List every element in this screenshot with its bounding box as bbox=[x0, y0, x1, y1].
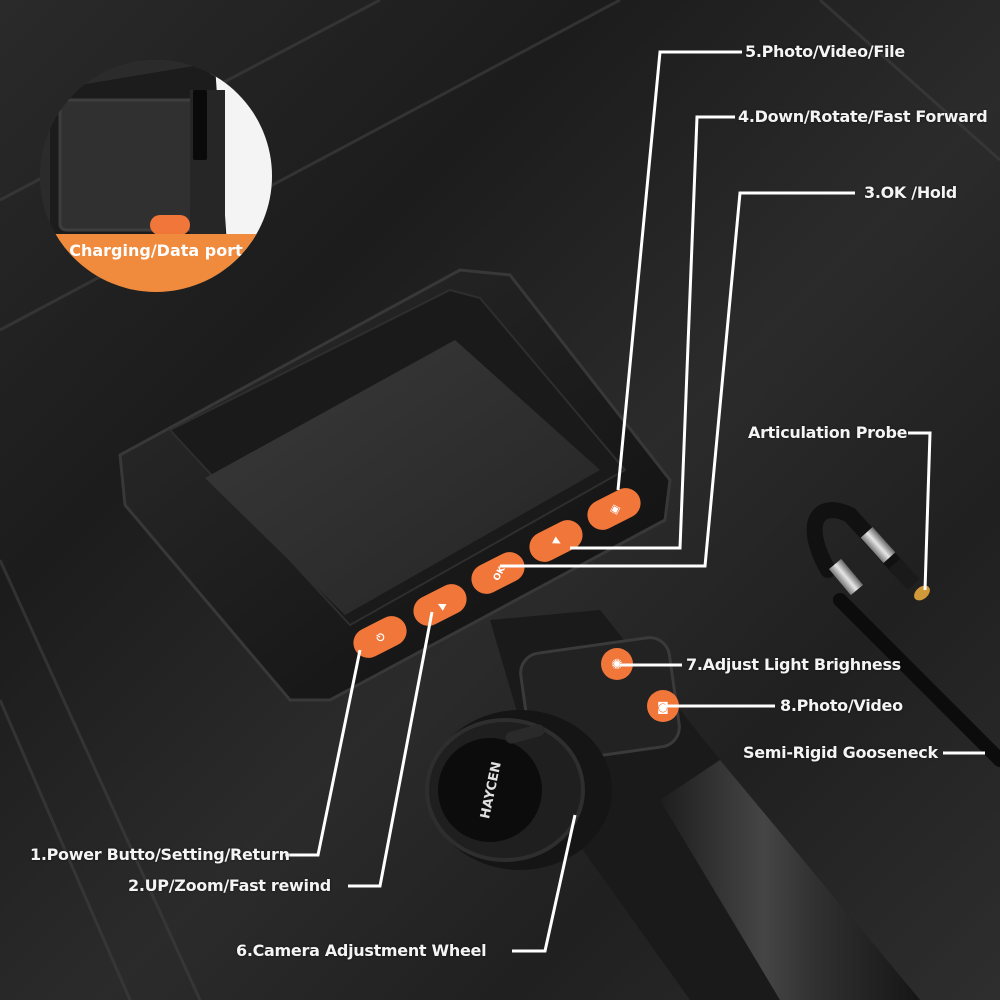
inset-label-band bbox=[40, 234, 272, 292]
label-ok-hold: 3.OK /Hold bbox=[864, 183, 957, 202]
down-rotate-forward-button[interactable]: ▼ bbox=[524, 515, 588, 567]
leader-4 bbox=[570, 115, 735, 550]
label-semi-rigid-gooseneck: Semi-Rigid Gooseneck bbox=[743, 743, 938, 762]
photo-video-file-button[interactable]: ▣ bbox=[582, 483, 646, 535]
callout-lines bbox=[285, 50, 985, 953]
monitor bbox=[118, 268, 672, 702]
camera-lens bbox=[914, 585, 930, 601]
label-up-zoom-fast-rewind: 2.UP/Zoom/Fast rewind bbox=[128, 876, 331, 895]
photo-video-button[interactable]: ◙ bbox=[647, 690, 679, 722]
leader-2 bbox=[348, 611, 434, 888]
ok-hold-button[interactable]: OK bbox=[466, 547, 530, 599]
up-zoom-rewind-button[interactable]: ▲ bbox=[408, 579, 472, 631]
charging-port-label: Charging/Data port bbox=[69, 241, 243, 260]
label-camera-adjustment-wheel: 6.Camera Adjustment Wheel bbox=[236, 941, 487, 960]
label-adjust-light-brightness: 7.Adjust Light Brighness bbox=[686, 655, 901, 674]
display-screen bbox=[205, 340, 600, 615]
light-brightness-button[interactable]: ✺ bbox=[601, 648, 633, 680]
monitor-buttons: ⏻ ▲ OK ▼ ▣ bbox=[348, 483, 646, 663]
camera-adjustment-wheel[interactable]: HAYCEN bbox=[425, 710, 612, 870]
leader-probe bbox=[908, 431, 932, 591]
label-power-setting-return: 1.Power Butto/Setting/Return bbox=[30, 845, 290, 864]
leader-6 bbox=[512, 814, 577, 953]
label-photo-video: 8.Photo/Video bbox=[780, 696, 903, 715]
leader-1 bbox=[285, 649, 362, 857]
charging-port-inset: Charging/Data port bbox=[40, 60, 272, 292]
label-down-rotate-fast-forward: 4.Down/Rotate/Fast Forward bbox=[738, 107, 988, 126]
leader-5 bbox=[616, 50, 742, 491]
label-articulation-probe: Articulation Probe bbox=[748, 423, 908, 442]
gooseneck-cable bbox=[806, 502, 1000, 767]
power-setting-return-button[interactable]: ⏻ bbox=[348, 611, 412, 663]
usb-port bbox=[193, 90, 207, 160]
leader-3 bbox=[500, 191, 855, 568]
camera-icon: ◙ bbox=[657, 700, 669, 714]
sun-icon: ✺ bbox=[611, 657, 623, 673]
label-photo-video-file: 5.Photo/Video/File bbox=[745, 42, 905, 61]
file-icon: ▣ bbox=[608, 503, 622, 517]
